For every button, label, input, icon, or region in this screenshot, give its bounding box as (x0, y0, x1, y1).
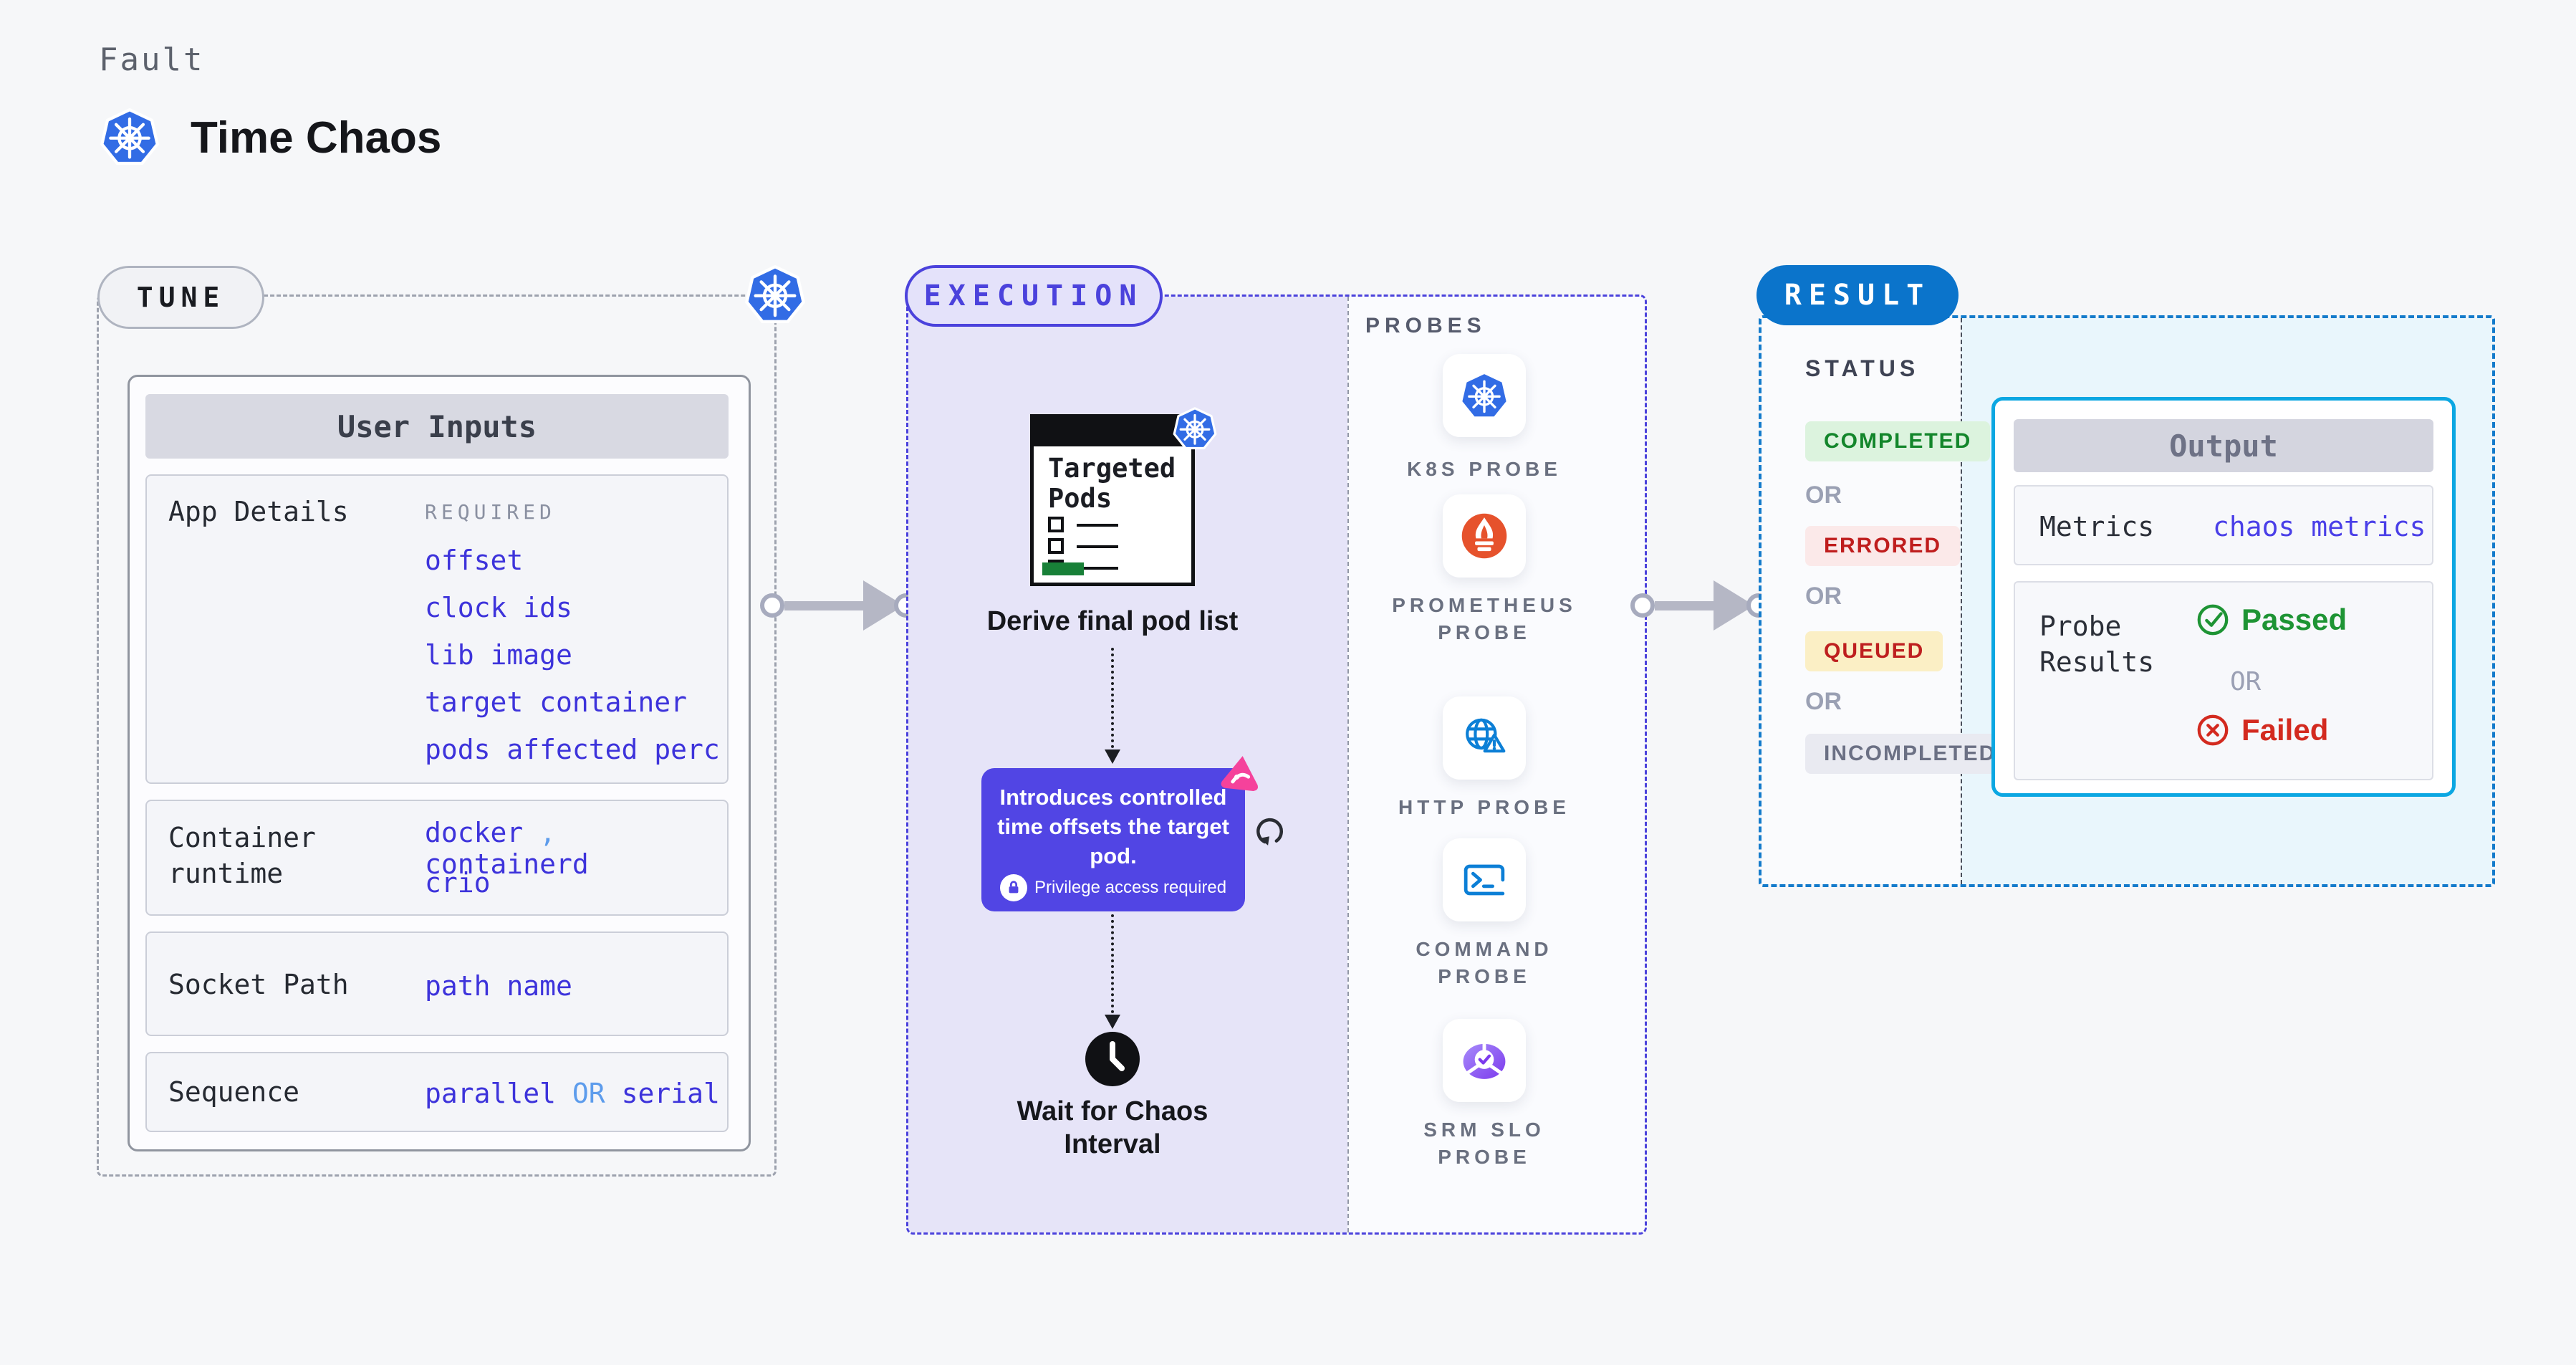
clock-icon (1085, 1032, 1140, 1086)
output-card: Output Metrics chaos metrics Probe Resul… (1991, 397, 2456, 797)
sequence-label: Sequence (168, 1076, 300, 1108)
prometheus-probe-label: PROMETHEUS PROBE (1392, 594, 1577, 643)
privilege-note: Privilege access required (981, 874, 1245, 901)
sequence-or: OR (572, 1078, 605, 1109)
page-title: Time Chaos (191, 113, 442, 163)
verdict-or-label: OR (2230, 667, 2262, 696)
wait-chaos-interval-label: Wait for Chaos Interval (1017, 1096, 1208, 1159)
socket-path-label: Socket Path (168, 969, 349, 1000)
srm-slo-icon (1463, 1041, 1506, 1079)
sequence-row: Sequence parallel OR serial (145, 1052, 729, 1132)
command-probe-label: COMMAND PROBE (1416, 938, 1553, 987)
srm-slo-probe-card (1443, 1019, 1526, 1102)
connector-line (1655, 601, 1714, 610)
targeted-pods-title: Targeted Pods (1048, 453, 1176, 514)
status-or-label: OR (1805, 583, 1842, 610)
container-runtime-row: Container runtime docker , containerd cr… (145, 800, 729, 916)
failed-label: Failed (2241, 713, 2329, 747)
prometheus-icon (1461, 513, 1507, 559)
execution-badge: EXECUTION (905, 265, 1163, 327)
value-separator: , (539, 817, 557, 848)
terminal-icon (1464, 864, 1505, 896)
app-details-row: App Details REQUIRED offset clock ids li… (145, 474, 729, 784)
probe-results-label: Probe Results (2039, 610, 2155, 678)
http-probe-label: HTTP PROBE (1398, 796, 1570, 818)
flow-arrowhead (1105, 749, 1120, 764)
link-lib-image[interactable]: lib image (425, 639, 572, 671)
lock-icon (999, 874, 1027, 901)
container-runtime-label: Container runtime (168, 822, 316, 889)
probe-results-row: Probe Results Passed OR Failed (2014, 581, 2433, 780)
prometheus-probe-card (1443, 494, 1526, 578)
value-path-name[interactable]: path name (425, 970, 572, 1002)
k8s-probe-label: K8S PROBE (1407, 458, 1562, 480)
link-clock-ids[interactable]: clock ids (425, 592, 572, 623)
privilege-note-text: Privilege access required (1034, 878, 1227, 897)
flow-arrowhead (1105, 1015, 1120, 1029)
value-serial[interactable]: serial (621, 1078, 720, 1109)
link-offset[interactable]: offset (425, 545, 524, 576)
command-probe-card (1443, 838, 1526, 921)
tune-panel (97, 294, 777, 1177)
value-crio[interactable]: crio (425, 867, 491, 899)
status-badge-completed: COMPLETED (1805, 421, 1991, 461)
failed-verdict: Failed (2196, 713, 2328, 747)
connector-line (784, 601, 863, 610)
link-target-container[interactable]: target container (425, 686, 688, 718)
derive-pod-list-label: Derive final pod list (986, 606, 1239, 636)
status-badge-incompleted: INCOMPLETED (1805, 734, 2015, 774)
fault-description-tooltip: Introduces controlled time offsets the t… (981, 768, 1245, 911)
value-parallel[interactable]: parallel (425, 1078, 557, 1109)
flow-dotted-line (1111, 914, 1114, 1013)
srm-slo-probe-label: SRM SLO PROBE (1423, 1119, 1545, 1168)
user-inputs-title: User Inputs (145, 394, 729, 459)
kubernetes-icon (1462, 374, 1506, 417)
chaos-icon (1221, 756, 1258, 791)
fault-eyebrow: Fault (99, 42, 205, 78)
metrics-value[interactable]: chaos metrics (2213, 511, 2426, 542)
required-label: REQUIRED (425, 500, 556, 524)
kubernetes-icon (100, 108, 159, 166)
status-or-label: OR (1805, 482, 1842, 509)
value-docker[interactable]: docker (425, 817, 524, 848)
flow-dotted-line (1111, 648, 1114, 748)
metrics-row: Metrics chaos metrics (2014, 485, 2433, 565)
output-title: Output (2014, 419, 2433, 472)
kubernetes-icon (1173, 407, 1217, 450)
app-details-label: App Details (168, 496, 349, 527)
value-containerd[interactable]: containerd (425, 848, 589, 880)
status-badge-queued: QUEUED (1805, 631, 1943, 671)
connector-node (1630, 593, 1655, 618)
metrics-label: Metrics (2039, 511, 2155, 542)
socket-path-row: Socket Path path name (145, 931, 729, 1036)
status-title: STATUS (1805, 355, 1920, 381)
connector-node (760, 593, 784, 618)
progress-bar (1042, 562, 1084, 575)
http-probe-card (1443, 696, 1526, 780)
http-globe-icon (1466, 718, 1506, 753)
result-badge: RESULT (1756, 265, 1959, 325)
refresh-icon (1256, 818, 1283, 846)
window-titlebar (1034, 418, 1191, 446)
passed-label: Passed (2241, 603, 2347, 636)
tune-badge: TUNE (97, 266, 264, 329)
execution-panel (906, 294, 1647, 1235)
passed-verdict: Passed (2196, 603, 2347, 637)
targeted-pods-window-icon: Targeted Pods (1030, 414, 1195, 586)
link-pods-affected-perc[interactable]: pods affected perc (425, 734, 720, 765)
kubernetes-icon (745, 265, 805, 324)
x-circle-icon (2197, 714, 2229, 746)
check-circle-icon (2197, 604, 2229, 636)
tooltip-text: Introduces controlled time offsets the t… (997, 785, 1229, 868)
status-or-label: OR (1805, 688, 1842, 715)
user-inputs-card: User Inputs App Details REQUIRED offset … (128, 375, 751, 1151)
probes-title: PROBES (1365, 314, 1486, 337)
k8s-probe-card (1443, 354, 1526, 437)
status-badge-errored: ERRORED (1805, 526, 1961, 566)
status-column-background (1762, 318, 1961, 884)
